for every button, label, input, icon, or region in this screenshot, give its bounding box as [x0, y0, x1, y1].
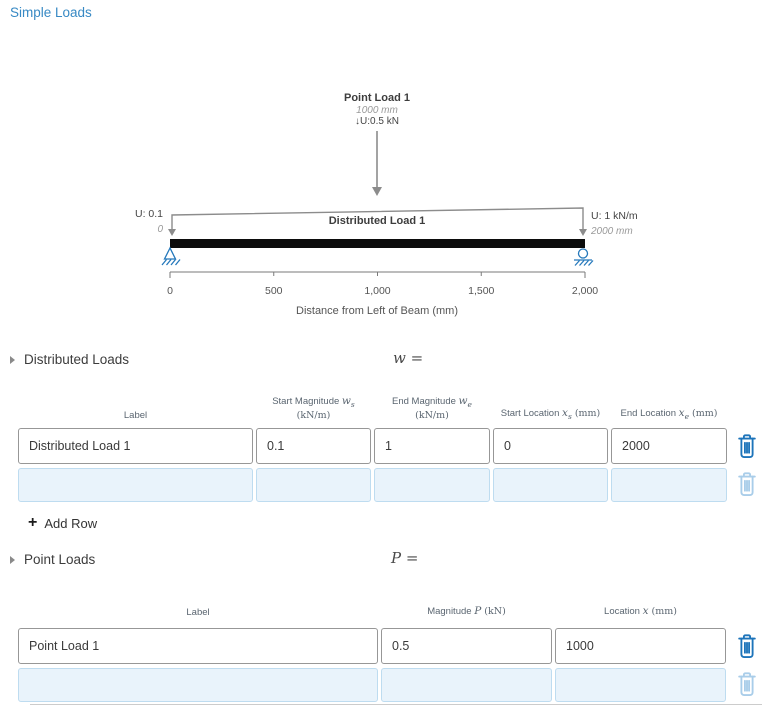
location-input[interactable]: 1000: [555, 628, 726, 664]
beam-diagram: Point Load 1 1000 mm ↓U:0.5 kN Distribut…: [135, 92, 638, 317]
delete-row-button[interactable]: [736, 633, 758, 660]
start-magnitude-input[interactable]: 0.1: [256, 428, 371, 464]
column-header-magnitude: Magnitude P (kN): [427, 605, 506, 618]
section-title: Point Loads: [24, 552, 96, 567]
distributed-load-end-magnitude: U: 1 kN/m: [591, 210, 638, 222]
delete-row-button-disabled: [736, 471, 758, 498]
distributed-load-start-magnitude: U: 0.1: [135, 208, 163, 220]
axis-tick: 0: [167, 285, 173, 297]
trash-icon: [738, 634, 756, 659]
column-header-location: Location x (mm): [604, 605, 677, 618]
distributed-load-start-location: 0: [157, 224, 163, 235]
column-header-label: Label: [186, 606, 210, 618]
end-location-input[interactable]: [611, 468, 727, 502]
down-arrow-glyph: ↓: [355, 116, 360, 127]
point-load-arrow: [372, 131, 382, 196]
label-input[interactable]: Point Load 1: [18, 628, 378, 664]
simple-loads-link[interactable]: Simple Loads: [10, 5, 92, 20]
column-header-start-magnitude: Start Magnitude ws (kN/m): [272, 395, 355, 421]
trash-icon: [738, 434, 756, 459]
axis-tick: 2,000: [572, 285, 598, 297]
end-location-input[interactable]: 2000: [611, 428, 727, 464]
trash-icon: [738, 472, 756, 497]
section-divider: [30, 704, 762, 705]
table-row: Distributed Load 1 0.1 1 0 2000: [18, 428, 728, 464]
point-load-location: 1000 mm: [356, 105, 398, 116]
distributed-load-label: Distributed Load 1: [329, 215, 426, 227]
axis-tick: 500: [265, 285, 283, 297]
delete-row-button[interactable]: [736, 433, 758, 460]
axis-tick: 1,500: [468, 285, 494, 297]
start-location-input[interactable]: [493, 468, 608, 502]
table-row: [18, 668, 726, 702]
label-input[interactable]: [18, 468, 253, 502]
column-header-end-location: End Location xe (mm): [620, 407, 718, 422]
point-loads-table-header: Label Magnitude P (kN) Location x (mm): [18, 600, 726, 622]
axis-title: Distance from Left of Beam (mm): [296, 305, 458, 317]
trash-icon: [738, 672, 756, 697]
point-loads-section-toggle[interactable]: Point Loads: [10, 552, 95, 567]
beam: [170, 239, 585, 248]
start-location-input[interactable]: 0: [493, 428, 608, 464]
label-input[interactable]: Distributed Load 1: [18, 428, 253, 464]
column-header-end-magnitude: End Magnitude we (kN/m): [392, 395, 472, 421]
column-header-label: Label: [123, 409, 148, 421]
point-load-magnitude: ↓U:0.5 kN: [355, 116, 399, 127]
table-row: [18, 468, 728, 502]
distributed-load-end-location: 2000 mm: [590, 226, 633, 237]
column-header-start-location: Start Location xs (mm): [500, 407, 601, 422]
add-row-button[interactable]: + Add Row: [28, 515, 97, 531]
w-equals-math-label: w =: [393, 349, 424, 367]
start-magnitude-input[interactable]: [256, 468, 371, 502]
chevron-right-icon: [10, 555, 15, 564]
p-equals-math-label: P =: [391, 549, 419, 567]
delete-row-button-disabled: [736, 671, 758, 698]
chevron-right-icon: [10, 355, 15, 364]
label-input[interactable]: [18, 668, 378, 702]
magnitude-input[interactable]: 0.5: [381, 628, 552, 664]
end-magnitude-input[interactable]: [374, 468, 490, 502]
pin-support-icon: [161, 246, 181, 266]
distributed-loads-table-header: Label Start Magnitude ws (kN/m) End Magn…: [18, 392, 728, 425]
distributed-load-shape: [168, 207, 587, 236]
table-row: Point Load 1 0.5 1000: [18, 628, 726, 664]
add-row-label: Add Row: [44, 515, 98, 531]
section-title: Distributed Loads: [24, 352, 130, 367]
end-magnitude-input[interactable]: 1: [374, 428, 490, 464]
axis-tick: 1,000: [364, 285, 390, 297]
roller-support-icon: [574, 248, 594, 266]
distributed-loads-section-toggle[interactable]: Distributed Loads: [10, 352, 129, 367]
point-load-label: Point Load 1: [344, 92, 410, 104]
magnitude-input[interactable]: [381, 668, 552, 702]
plus-icon: +: [28, 514, 38, 531]
x-axis: [169, 271, 586, 278]
location-input[interactable]: [555, 668, 726, 702]
